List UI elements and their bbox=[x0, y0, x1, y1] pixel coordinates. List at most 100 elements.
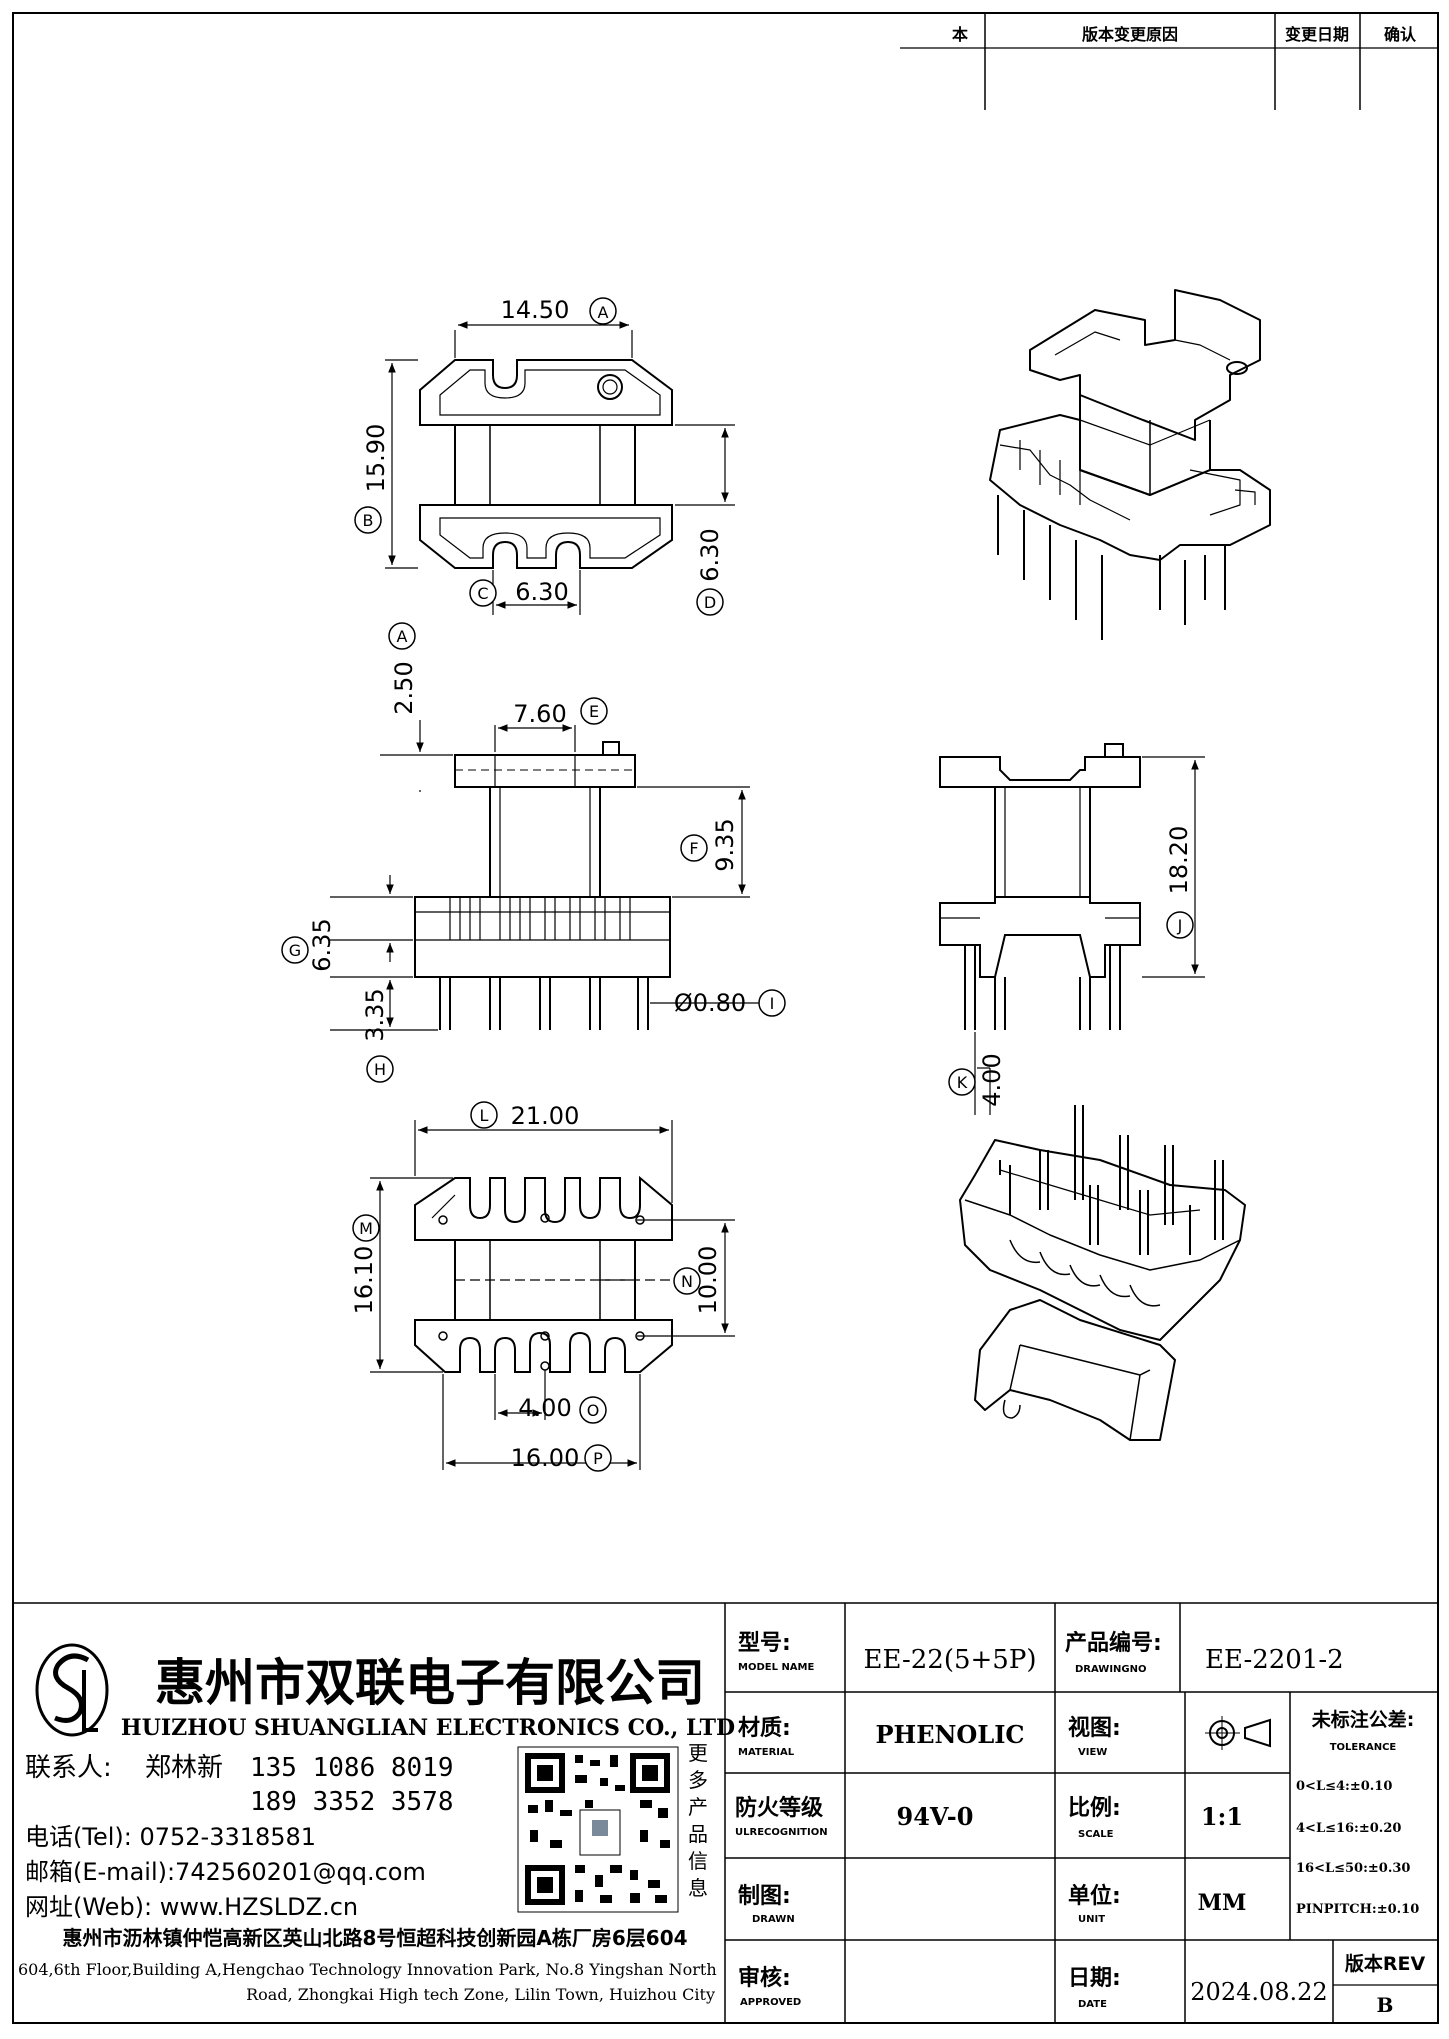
company-block: 惠州市双联电子有限公司 HUIZHOU SHUANGLIAN ELECTRONI… bbox=[18, 1603, 735, 2023]
dim-top-width: 14.50 bbox=[501, 296, 570, 324]
tag-p: P bbox=[593, 1449, 603, 1468]
contact-email: 邮箱(E-mail):742560201@qq.com bbox=[25, 1858, 426, 1886]
tag-j: J bbox=[1177, 916, 1183, 935]
qr-code-image bbox=[517, 1746, 679, 1913]
dim-bottom-pitch: 4.00 bbox=[518, 1394, 571, 1422]
dim-pin-dia: Ø0.80 bbox=[674, 989, 746, 1017]
contact-name: 郑林新 bbox=[145, 1753, 223, 1783]
revision-col2: 版本变更原因 bbox=[1081, 25, 1178, 44]
tag-e: E bbox=[589, 702, 599, 721]
revision-col1: 本 bbox=[952, 25, 968, 44]
fire-value: 94V-0 bbox=[897, 1802, 974, 1831]
dim-side-flange: 2.50 bbox=[390, 661, 418, 714]
address-en-line-2: Road, Zhongkai High tech Zone, Lilin Tow… bbox=[246, 1985, 715, 2004]
tag-o: O bbox=[587, 1401, 600, 1420]
tolerance-3: 16<L≤50:±0.30 bbox=[1296, 1861, 1410, 1876]
address-cn: 惠州市沥林镇仲恺高新区英山北路8号恒超科技创新园A栋厂房6层604 bbox=[62, 1926, 687, 1950]
date-label: 日期: bbox=[1068, 1966, 1121, 1991]
right-view-dims bbox=[974, 756, 1205, 1115]
company-name-en: HUIZHOU SHUANGLIAN ELECTRONICS CO., LTD bbox=[121, 1715, 735, 1741]
contact-tel: 电话(Tel): 0752-3318581 bbox=[25, 1823, 316, 1851]
date-value: 2024.08.22 bbox=[1190, 1978, 1327, 2006]
material-label-en: MATERIAL bbox=[738, 1747, 795, 1758]
approved-label-en: APPROVED bbox=[740, 1997, 801, 2008]
tag-a2: A bbox=[397, 627, 408, 646]
rev-value: B bbox=[1377, 1993, 1394, 2017]
bottom-view bbox=[414, 1175, 673, 1373]
drawing-label-en: DRAWINGNO bbox=[1075, 1664, 1147, 1675]
front-view bbox=[414, 741, 671, 1030]
fire-label-en: ULRECOGNITION bbox=[735, 1827, 828, 1838]
scale-label-en: SCALE bbox=[1078, 1829, 1114, 1840]
tag-n: N bbox=[681, 1272, 693, 1291]
third-angle-projection-icon bbox=[1205, 1716, 1271, 1750]
title-block-text: 型号: MODEL NAME EE-22(5+5P) 产品编号: DRAWING… bbox=[735, 1630, 1425, 2017]
material-label: 材质: bbox=[738, 1716, 791, 1741]
dim-side-top-width: 7.60 bbox=[513, 700, 566, 728]
tolerance-4: PINPITCH:±0.10 bbox=[1296, 1902, 1419, 1917]
right-view bbox=[939, 743, 1141, 1030]
company-logo bbox=[35, 1643, 109, 1737]
drawing-value: EE-2201-2 bbox=[1205, 1645, 1344, 1675]
approved-label: 审核: bbox=[738, 1965, 791, 1991]
top-view-dims bbox=[385, 321, 735, 615]
tag-a: A bbox=[598, 303, 609, 322]
revision-col4: 确认 bbox=[1384, 25, 1417, 44]
dim-side-pin-len: 3.35 bbox=[361, 988, 389, 1041]
dim-side-core: 9.35 bbox=[711, 818, 739, 871]
drawn-label: 制图: bbox=[738, 1884, 791, 1909]
qr-side-label: 更多产品信息 bbox=[688, 1741, 708, 1900]
tag-m: M bbox=[359, 1219, 373, 1238]
bottom-view-labels: L 21.00 M 16.10 N 10.00 4.00 O 16.00 P bbox=[350, 1101, 722, 1472]
scale-label: 比例: bbox=[1068, 1796, 1121, 1821]
dim-top-right: 6.30 bbox=[696, 528, 724, 581]
unit-value: MM bbox=[1198, 1890, 1247, 1916]
view-label: 视图: bbox=[1068, 1715, 1121, 1741]
dim-bottom-inner: 10.00 bbox=[694, 1246, 722, 1315]
dim-top-slot: 6.30 bbox=[515, 578, 568, 606]
contact-phone-2: 189 3352 3578 bbox=[250, 1787, 454, 1817]
unit-label-en: UNIT bbox=[1078, 1914, 1105, 1925]
tolerance-2: 4<L≤16:±0.20 bbox=[1296, 1821, 1401, 1836]
right-view-labels: 18.20 J K 4.00 bbox=[948, 826, 1194, 1107]
material-value: PHENOLIC bbox=[875, 1720, 1024, 1749]
model-label-en: MODEL NAME bbox=[738, 1662, 814, 1673]
qr-side-text: 更多产品信息 bbox=[688, 1741, 708, 1900]
dim-right-height: 18.20 bbox=[1165, 826, 1193, 895]
top-view bbox=[419, 359, 673, 569]
revision-col3: 变更日期 bbox=[1285, 25, 1349, 44]
contact-label: 联系人: bbox=[25, 1753, 112, 1783]
scale-value: 1:1 bbox=[1201, 1802, 1243, 1831]
fire-label: 防火等级 bbox=[735, 1795, 823, 1821]
drawing-label: 产品编号: bbox=[1065, 1630, 1162, 1656]
address-en-line-1: 604,6th Floor,Building A,Hengchao Techno… bbox=[18, 1960, 717, 1979]
drawn-label-en: DRAWN bbox=[752, 1914, 795, 1925]
dim-bottom-span: 16.00 bbox=[511, 1444, 580, 1472]
dim-bottom-height: 16.10 bbox=[350, 1246, 378, 1315]
unit-label: 单位: bbox=[1068, 1883, 1121, 1909]
tag-h: H bbox=[374, 1060, 386, 1079]
title-block bbox=[725, 1603, 1438, 2023]
tag-d: D bbox=[704, 593, 716, 612]
dim-bottom-width: 21.00 bbox=[511, 1102, 580, 1130]
tag-k: K bbox=[957, 1073, 968, 1092]
dim-side-base: 6.35 bbox=[308, 918, 336, 971]
tolerance-1: 0<L≤4:±0.10 bbox=[1296, 1779, 1392, 1794]
top-view-labels: 14.50 A 15.90 B 6.30 C 6.30 D bbox=[354, 296, 724, 616]
tag-f: F bbox=[689, 839, 698, 858]
front-view-dims bbox=[330, 720, 760, 1031]
company-name-cn: 惠州市双联电子有限公司 bbox=[155, 1653, 705, 1712]
isometric-view-bottom bbox=[959, 1105, 1246, 1441]
front-view-labels: A 2.50 7.60 E F 9.35 G 6.35 3.35 H Ø0.80… bbox=[281, 622, 786, 1083]
dim-top-height: 15.90 bbox=[362, 424, 390, 493]
dim-right-pin: 4.00 bbox=[978, 1053, 1006, 1106]
model-value: EE-22(5+5P) bbox=[864, 1645, 1037, 1675]
tag-l: L bbox=[480, 1106, 489, 1125]
tolerance-label: 未标注公差: bbox=[1311, 1708, 1415, 1731]
contact-web: 网址(Web): www.HZSLDZ.cn bbox=[25, 1893, 358, 1921]
revision-header: 本 版本变更原因 变更日期 确认 bbox=[900, 13, 1438, 110]
tag-b: B bbox=[363, 511, 374, 530]
isometric-view-top bbox=[989, 289, 1271, 640]
